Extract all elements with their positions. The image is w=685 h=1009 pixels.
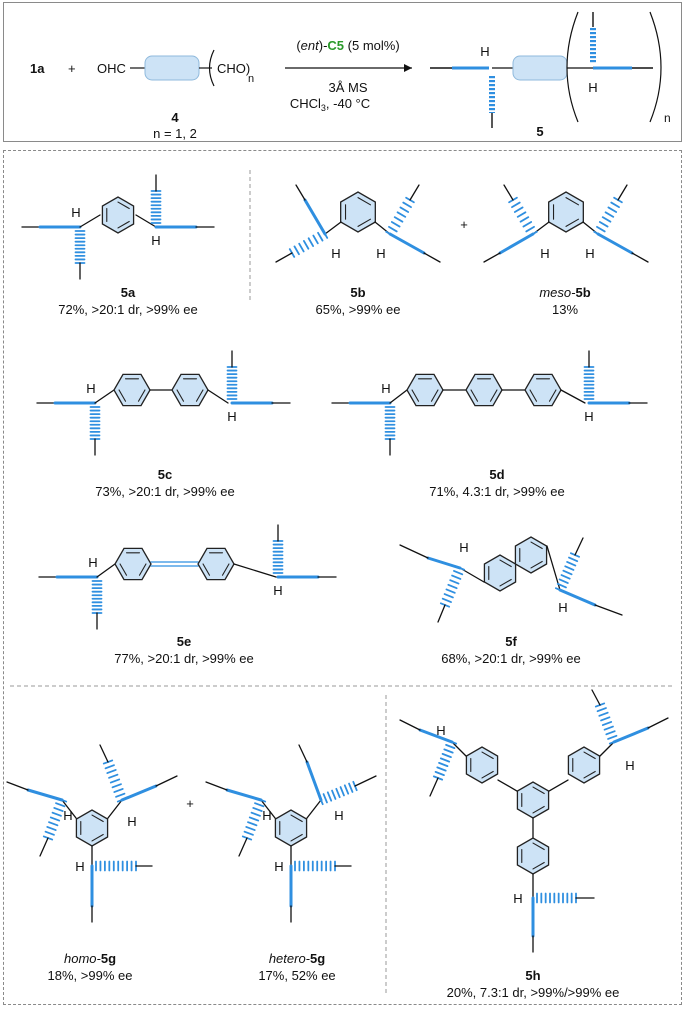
h-atom: H [86,381,95,396]
reactant-1a: 1a [30,61,45,76]
label-meso-5b: meso-5b 13% [539,285,590,317]
n-values: n = 1, 2 [153,126,197,141]
h-atom: H [540,246,549,261]
hash-bond [489,75,495,113]
svg-text:5f: 5f [505,634,517,649]
label-5a: 5a 72%, >20:1 dr, >99% ee [58,285,198,317]
h-atom: H [513,891,522,906]
label-5c: 5c 73%, >20:1 dr, >99% ee [95,467,235,499]
plus-5g: + [186,796,194,811]
condition-ms: 3Å MS [328,80,367,95]
svg-text:5b: 5b [350,285,365,300]
h-atom: H [459,540,468,555]
dialdehyde-4: OHC CHO) n 4 n = 1, 2 [97,49,254,141]
h-atom: H [71,205,80,220]
svg-text:20%, 7.3:1 dr, >99%/>99% ee: 20%, 7.3:1 dr, >99%/>99% ee [447,985,620,1000]
svg-text:5a: 5a [121,285,136,300]
product-h-left: H [480,44,489,59]
product-label: 5 [536,124,543,139]
h-atom: H [127,814,136,829]
molecule-5d: HH [331,350,648,456]
product-h-right: H [588,80,597,95]
bracket-left [566,11,579,123]
h-atom: H [331,246,340,261]
molecule-5h: H H H [399,689,669,953]
ald-suffix: CHO) [217,61,250,76]
molecule-5e: HH [38,524,337,630]
svg-text:5d: 5d [489,467,504,482]
plus-5b: + [460,217,468,232]
label-5d: 5d 71%, 4.3:1 dr, >99% ee [429,467,565,499]
bracket-open [208,49,215,87]
h-atom: H [334,808,343,823]
h-atom: H [151,233,160,248]
svg-text:72%, >20:1 dr, >99% ee: 72%, >20:1 dr, >99% ee [58,302,198,317]
svg-text:71%, 4.3:1 dr, >99% ee: 71%, 4.3:1 dr, >99% ee [429,484,565,499]
svg-text:5h: 5h [525,968,540,983]
h-atom: H [63,808,72,823]
h-atom: H [88,555,97,570]
reactant-label: 1a [30,61,45,76]
label-5h: 5h 20%, 7.3:1 dr, >99%/>99% ee [447,968,620,1000]
label-5f: 5f 68%, >20:1 dr, >99% ee [441,634,581,666]
svg-text:meso-5b: meso-5b [539,285,590,300]
substrate-scope-box [3,150,682,1005]
svg-text:(ent)-C5 (5 mol%): (ent)-C5 (5 mol%) [296,38,399,53]
h-atom: H [584,409,593,424]
product-n: n [664,111,671,125]
reaction-scheme-box [3,2,682,142]
label-homo-5g: homo-5g 18%, >99% ee [48,951,133,983]
bracket-right [649,11,662,123]
h-atom: H [436,723,445,738]
h-atom: H [227,409,236,424]
svg-text:68%, >20:1 dr, >99% ee: 68%, >20:1 dr, >99% ee [441,651,581,666]
molecule-5f: HH [399,536,623,623]
svg-text:77%, >20:1 dr, >99% ee: 77%, >20:1 dr, >99% ee [114,651,254,666]
linker-box [144,55,200,81]
molecule-5a: HH [21,174,215,280]
svg-text:65%, >99% ee: 65%, >99% ee [316,302,401,317]
h-atom: H [558,600,567,615]
h-atom: H [273,583,282,598]
label-5b: 5b 65%, >99% ee [316,285,401,317]
reaction-conditions: (ent)-C5 (5 mol%) 3Å MS CHCl3, -40 °C [285,38,412,113]
product-5: H H n 5 [430,11,671,139]
h-atom: H [274,859,283,874]
svg-text:5c: 5c [158,467,172,482]
plus-sign: + [68,61,76,76]
label-5e: 5e 77%, >20:1 dr, >99% ee [114,634,254,666]
svg-text:18%, >99% ee: 18%, >99% ee [48,968,133,983]
h-atom: H [262,808,271,823]
svg-text:hetero-5g: hetero-5g [269,951,325,966]
compound-4-label: 4 [171,110,179,125]
molecule-homo-5g: H H H [6,744,178,923]
svg-text:CHCl3, -40 °C: CHCl3, -40 °C [290,96,370,113]
svg-text:13%: 13% [552,302,578,317]
svg-text:17%, 52% ee: 17%, 52% ee [258,968,335,983]
h-atom: H [376,246,385,261]
n-subscript: n [248,73,254,85]
ald-prefix: OHC [97,61,126,76]
h-atom: H [625,758,634,773]
h-atom: H [75,859,84,874]
molecule-hetero-5g: H H H [205,744,377,923]
svg-text:73%, >20:1 dr, >99% ee: 73%, >20:1 dr, >99% ee [95,484,235,499]
svg-text:5e: 5e [177,634,191,649]
molecule-5c: HH [36,350,291,456]
h-atom: H [585,246,594,261]
label-hetero-5g: hetero-5g 17%, 52% ee [258,951,335,983]
h-atom: H [381,381,390,396]
svg-text:homo-5g: homo-5g [64,951,116,966]
